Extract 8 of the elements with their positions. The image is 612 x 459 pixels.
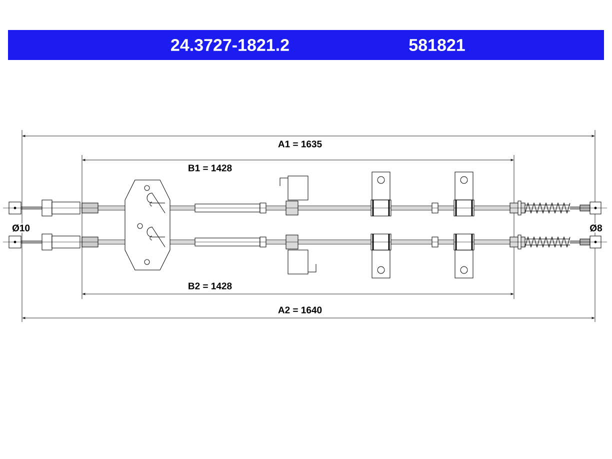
dimension-label: B2 = 1428 xyxy=(186,282,234,290)
diameter-label: Ø8 xyxy=(588,223,604,233)
part-number: 24.3727-1821.2 xyxy=(171,38,289,52)
dimension-label: B1 = 1428 xyxy=(186,164,234,172)
dimension-label: A2 = 1640 xyxy=(276,306,324,314)
part-number: 581821 xyxy=(409,38,465,52)
diameter-label: Ø10 xyxy=(11,223,31,233)
dimension-label: A1 = 1635 xyxy=(276,140,324,148)
